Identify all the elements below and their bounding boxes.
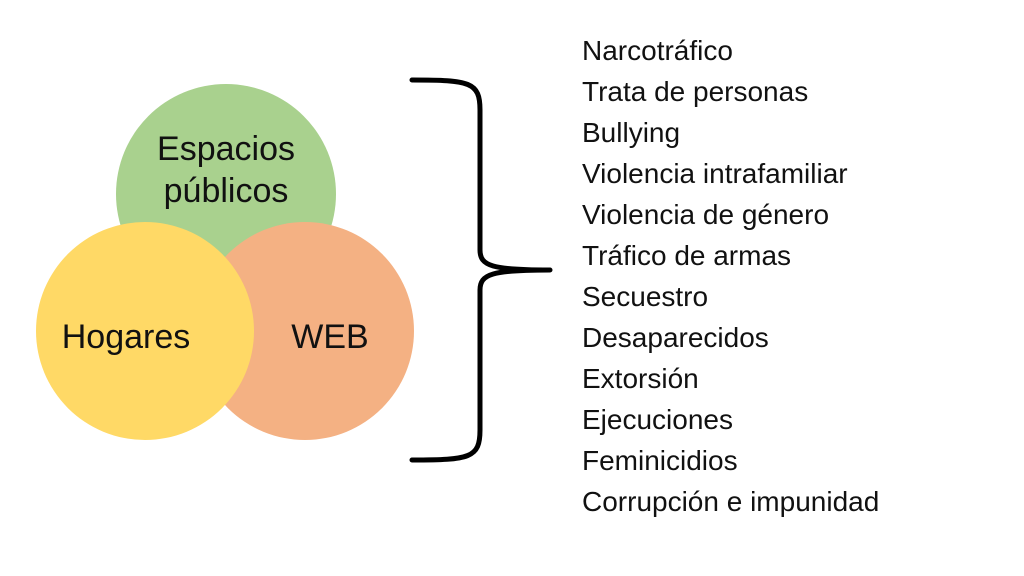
- risk-list-item: Narcotráfico: [582, 35, 733, 66]
- risk-list-item: Trata de personas: [582, 76, 809, 107]
- espacios-publicos-label-line1: Espacios: [157, 130, 295, 168]
- risk-list-item: Tráfico de armas: [582, 240, 792, 271]
- web-label: WEB: [291, 318, 369, 356]
- hogares-circle: [36, 222, 254, 440]
- risk-list-item: Corrupción e impunidad: [582, 486, 880, 517]
- risk-list-item: Desaparecidos: [582, 322, 769, 353]
- risk-list-item: Ejecuciones: [582, 404, 733, 435]
- espacios-publicos-label-line2: públicos: [163, 172, 289, 210]
- risk-list-item: Feminicidios: [582, 445, 738, 476]
- hogares-label: Hogares: [61, 318, 191, 356]
- risk-list-item: Secuestro: [582, 281, 709, 312]
- risk-list-item: Violencia de género: [582, 199, 830, 230]
- risk-list-item: Extorsión: [582, 363, 699, 394]
- risk-list-item: Bullying: [582, 117, 681, 148]
- risk-list-item: Violencia intrafamiliar: [582, 158, 848, 189]
- right-curly-brace: [409, 77, 553, 463]
- espacios-publicos-label: Espacios públicos: [116, 128, 336, 212]
